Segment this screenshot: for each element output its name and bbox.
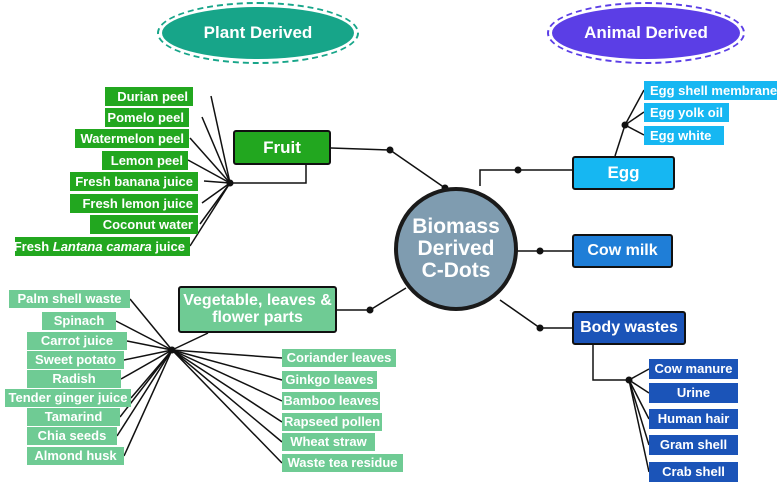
body-wastes-label: Body wastes: [580, 318, 678, 336]
center-node: Biomass Derived C-Dots: [394, 187, 518, 311]
vegetable-item: Coriander leaves: [282, 349, 396, 367]
fruit-item-lantana: Fresh Lantana camara juice: [14, 237, 190, 256]
vegetable-item: Tamarind: [27, 408, 120, 426]
vegetable-hub: Vegetable, leaves & flower parts: [178, 286, 337, 333]
vegetable-item: Wheat straw: [282, 433, 375, 451]
body-waste-item: Urine: [649, 383, 738, 403]
animal-derived-oval: Animal Derived: [547, 2, 745, 64]
egg-item: Egg yolk oil: [644, 103, 729, 122]
vegetable-item: Carrot juice: [27, 332, 127, 350]
cow-milk-label: Cow milk: [587, 241, 658, 259]
cow-milk-hub: Cow milk: [572, 234, 673, 268]
body-wastes-hub: Body wastes: [572, 311, 686, 345]
body-waste-item: Human hair: [649, 409, 738, 429]
fruit-item: Pomelo peel: [105, 108, 189, 127]
vegetable-hub-label: Vegetable, leaves & flower parts: [183, 291, 332, 326]
fruit-item: Fresh lemon juice: [70, 194, 198, 213]
body-waste-item: Cow manure: [649, 359, 738, 379]
fruit-hub-label: Fruit: [263, 137, 301, 157]
egg-item: Egg shell membrane: [644, 81, 777, 100]
egg-item: Egg white: [644, 126, 724, 145]
fruit-item: Durian peel: [105, 87, 193, 106]
egg-hub: Egg: [572, 156, 675, 190]
vegetable-item: Palm shell waste: [9, 290, 130, 308]
vegetable-item: Spinach: [42, 312, 116, 330]
plant-derived-label: Plant Derived: [203, 23, 313, 43]
fruit-item: Watermelon peel: [75, 129, 189, 148]
vegetable-item: Radish: [27, 370, 121, 388]
vegetable-item: Almond husk: [27, 447, 124, 465]
body-waste-item: Crab shell: [649, 462, 738, 482]
vegetable-item: Ginkgo leaves: [282, 371, 377, 389]
vegetable-item: Tender ginger juice: [5, 389, 131, 407]
vegetable-item: Chia seeds: [27, 427, 117, 445]
vegetable-item: Rapseed pollen: [282, 413, 382, 431]
body-waste-item: Gram shell: [649, 435, 738, 455]
plant-derived-oval: Plant Derived: [157, 2, 359, 64]
vegetable-item: Bamboo leaves: [282, 392, 380, 410]
fruit-item: Fresh banana juice: [70, 172, 198, 191]
center-line-1: Biomass: [412, 214, 500, 238]
animal-derived-label: Animal Derived: [584, 23, 708, 43]
fruit-item: Coconut water: [90, 215, 198, 234]
center-line-3: C-Dots: [421, 259, 491, 283]
fruit-item: Lemon peel: [102, 151, 188, 170]
fruit-hub: Fruit: [233, 130, 331, 165]
vegetable-item: Waste tea residue: [282, 454, 403, 472]
vegetable-item: Sweet potato: [27, 351, 124, 369]
center-line-2: Derived: [417, 236, 495, 260]
egg-hub-label: Egg: [607, 163, 640, 183]
